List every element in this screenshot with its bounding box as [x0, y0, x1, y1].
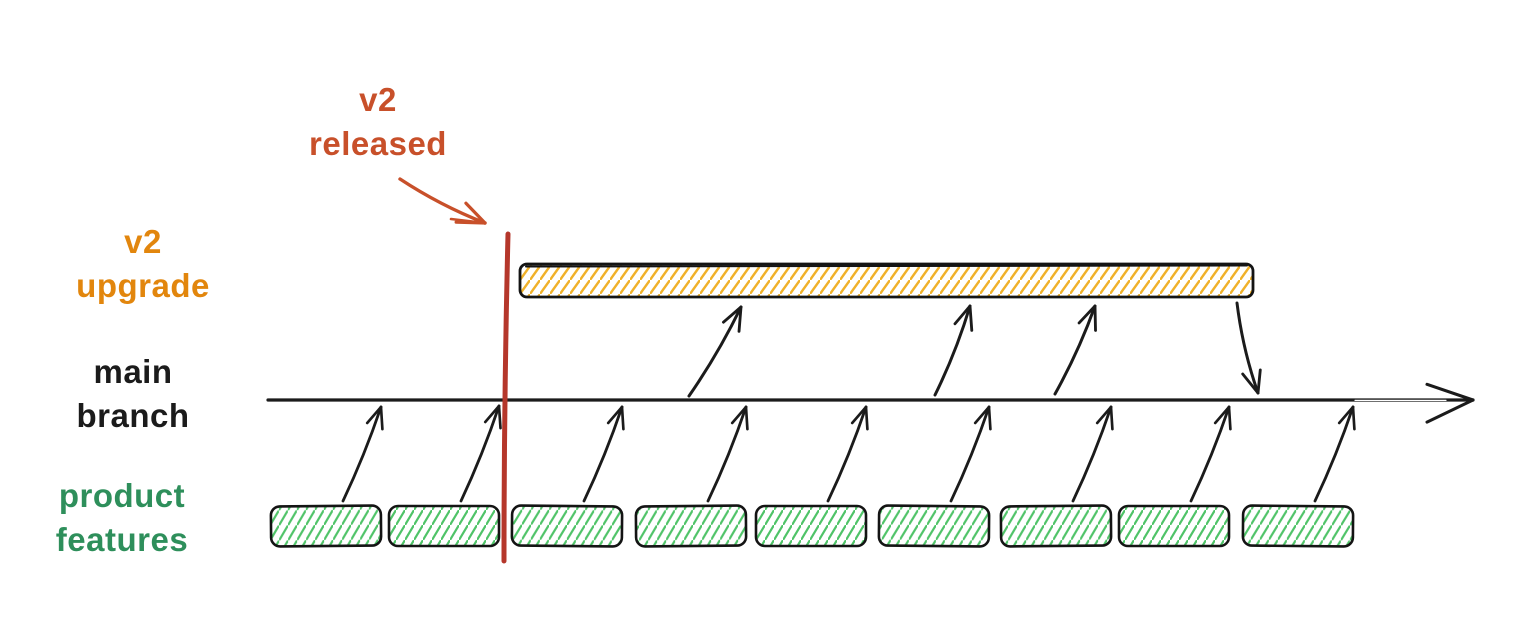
main-branch-line	[266, 382, 1475, 424]
release-marker-line	[501, 231, 511, 564]
commit-arrow	[341, 405, 384, 503]
release-pointer-arrow	[398, 177, 487, 225]
feature-box	[877, 504, 991, 548]
upgrade-arrow	[933, 304, 974, 397]
merge-arrow	[1235, 301, 1262, 395]
commit-arrow	[459, 404, 502, 503]
product-features-label-line1: product	[58, 477, 186, 514]
main-branch-label-line1: main	[93, 353, 173, 390]
v2-released-label-line1: v2	[359, 81, 397, 118]
v2-upgrade-bar	[518, 262, 1255, 299]
v2-released-label-line2: released	[309, 125, 447, 162]
commit-arrow	[1189, 405, 1232, 503]
product-features-label: product features	[56, 474, 188, 562]
main-branch-label: main branch	[76, 350, 189, 438]
commit-arrow	[949, 405, 992, 503]
upgrade-arrow	[1053, 304, 1097, 396]
product-features-label-line2: features	[55, 521, 189, 558]
commit-arrow	[1313, 405, 1356, 503]
feature-box	[387, 504, 501, 548]
feature-box	[754, 504, 868, 548]
commit-arrow	[582, 405, 625, 503]
v2-released-label: v2 released	[309, 78, 447, 166]
feature-box	[269, 504, 383, 548]
feature-box	[1117, 504, 1231, 548]
main-branch-label-line2: branch	[76, 397, 190, 434]
feature-box	[1241, 504, 1355, 548]
v2-upgrade-label-line2: upgrade	[76, 267, 210, 304]
feature-box	[999, 504, 1113, 548]
commit-arrow	[826, 405, 869, 503]
feature-box	[510, 504, 624, 548]
feature-box	[634, 504, 748, 548]
commit-arrow	[1071, 405, 1114, 503]
v2-upgrade-label: v2 upgrade	[76, 220, 210, 308]
upgrade-arrow	[687, 305, 743, 398]
commit-arrow	[706, 405, 749, 503]
v2-upgrade-label-line1: v2	[124, 223, 162, 260]
